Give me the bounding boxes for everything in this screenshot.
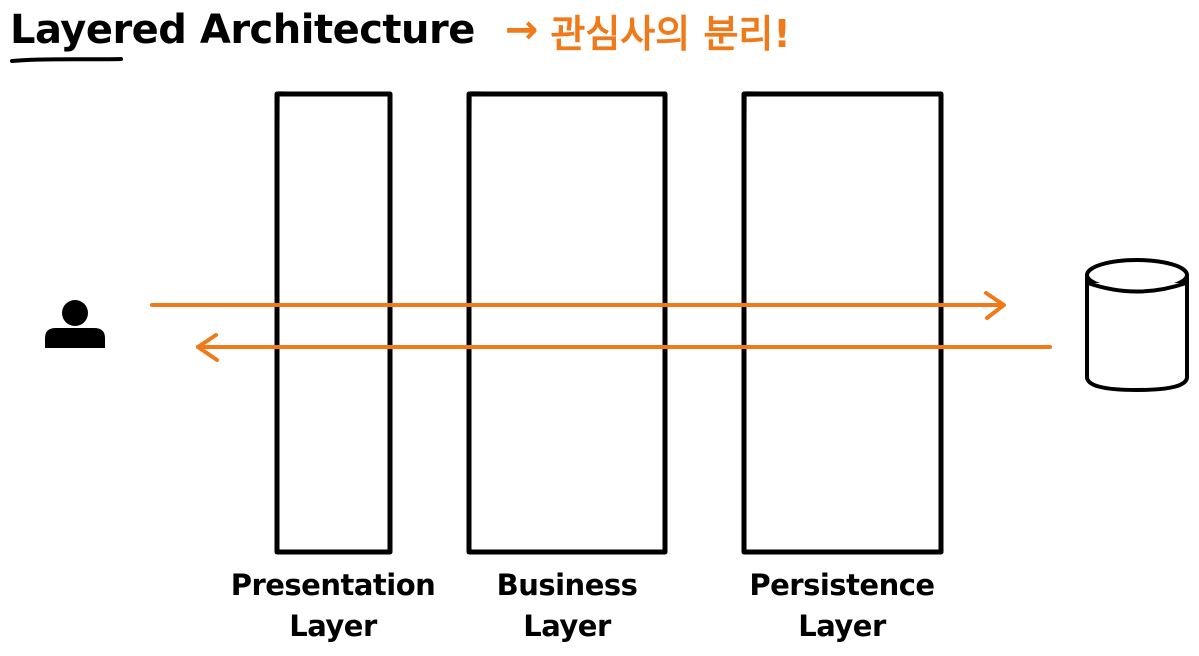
layer-label-line2: Layer	[523, 609, 611, 643]
layer-label-persistence: Persistence Layer	[712, 565, 972, 647]
layer-label-line1: Presentation	[230, 568, 436, 602]
layer-label-business: Business Layer	[437, 565, 697, 647]
layer-label-line1: Persistence	[749, 568, 935, 602]
database-icon	[1085, 258, 1189, 392]
title-arrow: →	[504, 7, 539, 53]
layer-label-presentation: Presentation Layer	[203, 565, 463, 647]
title-underline	[10, 57, 123, 63]
title-main: Layered Architecture	[10, 7, 475, 53]
title-subtitle: 관심사의 분리!	[550, 11, 791, 56]
layer-box-business	[466, 91, 668, 555]
response-arrow	[196, 333, 1052, 362]
layer-label-line1: Business	[496, 568, 638, 602]
diagram-title: Layered Architecture → 관심사의 분리!	[10, 2, 791, 58]
user-icon	[45, 300, 105, 348]
layer-label-line2: Layer	[798, 609, 886, 643]
layer-label-line2: Layer	[289, 609, 377, 643]
request-arrow	[150, 291, 1006, 320]
layer-box-persistence	[741, 91, 944, 555]
layer-box-presentation	[274, 91, 393, 555]
